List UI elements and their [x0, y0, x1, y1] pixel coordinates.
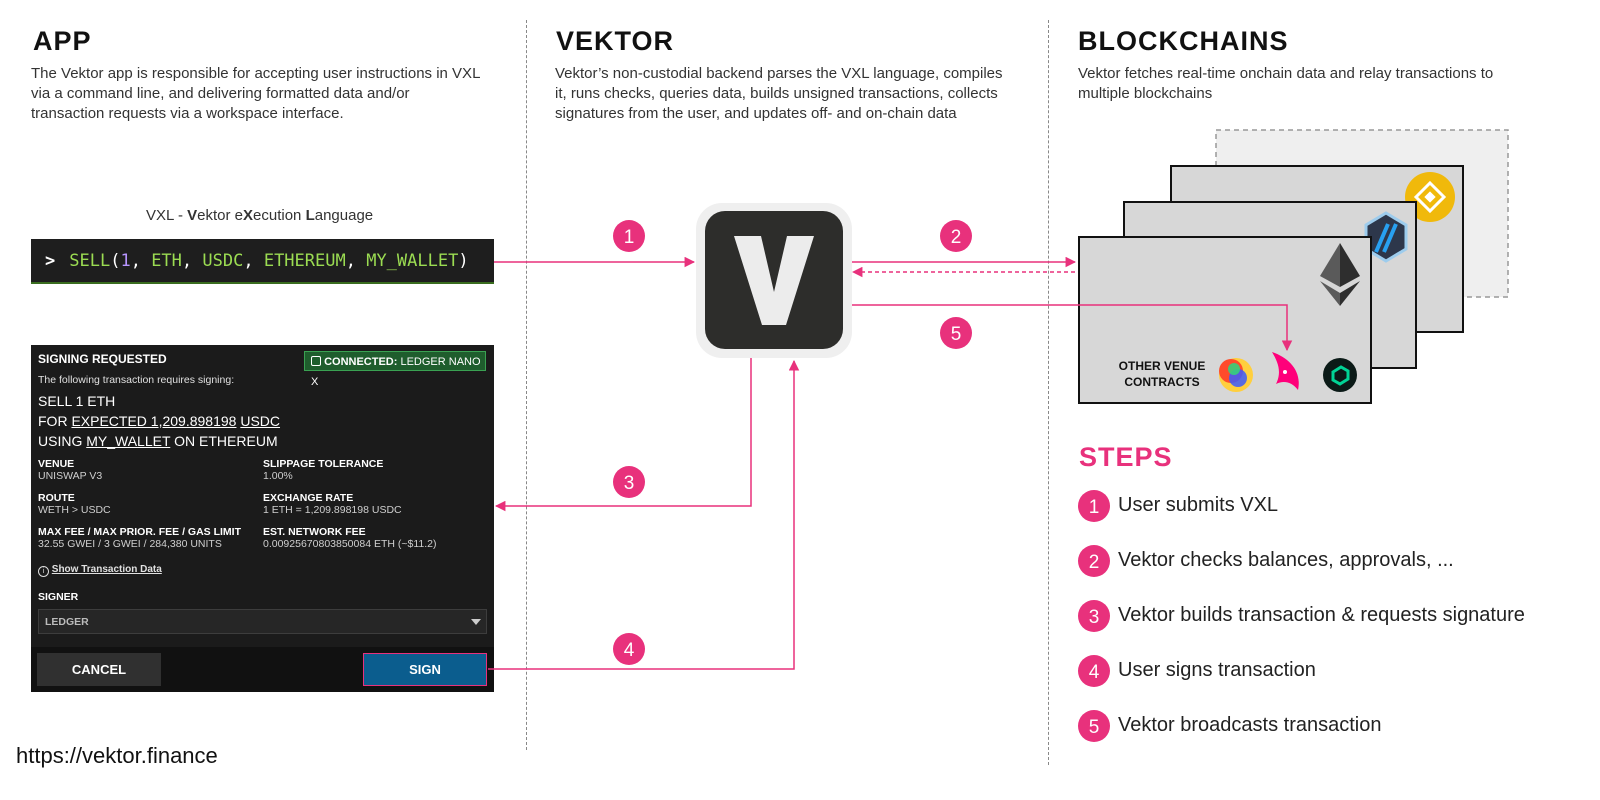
- sign-button[interactable]: SIGN: [363, 653, 487, 686]
- svg-text:4: 4: [1089, 662, 1100, 683]
- show-transaction-data-link[interactable]: i Show Transaction Data: [38, 564, 162, 577]
- step-marker-4: 4: [1078, 655, 1110, 687]
- svg-text:1: 1: [1089, 497, 1100, 518]
- divider-vektor-blockchains: [1048, 20, 1049, 765]
- steps-list-markers: 1 2 3 4 5: [1078, 490, 1110, 742]
- compound-icon: [1323, 358, 1357, 392]
- svg-text:2: 2: [1089, 552, 1100, 573]
- signing-line-sell: SELL 1 ETH: [38, 393, 116, 409]
- cancel-button[interactable]: CANCEL: [37, 653, 161, 686]
- vektor-description: Vektor’s non-custodial backend parses th…: [555, 65, 1003, 122]
- signer-label: SIGNER: [38, 591, 79, 603]
- signing-line-for: FOR EXPECTED 1,209.898198 USDC: [38, 413, 281, 429]
- step-text-3: Vektor builds transaction & requests sig…: [1118, 604, 1525, 626]
- signing-subtitle: The following transaction requires signi…: [38, 374, 235, 386]
- steps-title: STEPS: [1079, 442, 1173, 472]
- vektor-title: VEKTOR: [556, 26, 675, 56]
- signer-select[interactable]: LEDGER: [38, 609, 487, 634]
- bnb-icon: [1405, 172, 1455, 222]
- footer-url[interactable]: https://vektor.finance: [16, 743, 218, 768]
- marker-1: 1: [613, 220, 645, 252]
- step-text-5: Vektor broadcasts transaction: [1118, 714, 1382, 736]
- connected-badge: CONNECTED: LEDGER NANO X: [304, 351, 486, 388]
- curve-icon: [1219, 358, 1253, 392]
- venues-label-line1: OTHER VENUE: [1119, 359, 1206, 373]
- step-marker-5: 5: [1078, 710, 1110, 742]
- blockchains-description: Vektor fetches real-time onchain data an…: [1078, 65, 1494, 102]
- step-text-1: User submits VXL: [1118, 494, 1279, 516]
- svg-text:5: 5: [1089, 717, 1100, 738]
- field-route: ROUTE WETH > USDC: [38, 492, 111, 516]
- arbitrum-icon: [1364, 211, 1408, 263]
- field-venue: VENUE UNISWAP V3: [38, 458, 103, 482]
- svg-text:5: 5: [951, 324, 962, 345]
- vxl-command-line[interactable]: >SELL(1, ETH, USDC, ETHEREUM, MY_WALLET): [31, 239, 494, 284]
- svg-text:1: 1: [624, 227, 635, 248]
- svg-text:3: 3: [1089, 607, 1100, 628]
- field-slippage: SLIPPAGE TOLERANCE 1.00%: [263, 458, 384, 482]
- step-marker-1: 1: [1078, 490, 1110, 522]
- signing-line-using: USING MY_WALLET ON ETHEREUM: [38, 433, 278, 449]
- step-marker-3: 3: [1078, 600, 1110, 632]
- marker-5: 5: [940, 317, 972, 349]
- marker-3: 3: [613, 466, 645, 498]
- app-description: The Vektor app is responsible for accept…: [31, 65, 481, 122]
- marker-2: 2: [940, 220, 972, 252]
- arrow-step3: [494, 358, 752, 512]
- app-title: APP: [33, 26, 92, 56]
- vektor-logo-icon: [696, 203, 852, 358]
- marker-4: 4: [613, 633, 645, 665]
- signing-title: SIGNING REQUESTED: [38, 352, 167, 366]
- field-exchange-rate: EXCHANGE RATE 1 ETH = 1,209.898198 USDC: [263, 492, 402, 516]
- step-text-4: User signs transaction: [1118, 659, 1316, 681]
- prompt-chevron: >: [45, 251, 56, 271]
- signing-panel: SIGNING REQUESTED CONNECTED: LEDGER NANO…: [31, 345, 494, 692]
- divider-app-vektor: [526, 20, 527, 750]
- blockchains-title: BLOCKCHAINS: [1078, 26, 1289, 56]
- field-network-fee: EST. NETWORK FEE 0.00925670803850084 ETH…: [263, 526, 437, 550]
- venues-label-line2: CONTRACTS: [1124, 375, 1199, 389]
- svg-text:3: 3: [624, 473, 635, 494]
- uniswap-icon: [1272, 352, 1299, 390]
- info-icon: i: [38, 566, 49, 577]
- svg-text:4: 4: [624, 640, 635, 661]
- ethereum-icon: [1320, 243, 1360, 306]
- vxl-caption: VXL - Vektor eXecution Language: [146, 207, 374, 224]
- field-max-fee: MAX FEE / MAX PRIOR. FEE / GAS LIMIT 32.…: [38, 526, 242, 550]
- step-text-2: Vektor checks balances, approvals, ...: [1118, 549, 1454, 571]
- chevron-down-icon: [471, 619, 481, 625]
- step-marker-2: 2: [1078, 545, 1110, 577]
- svg-text:2: 2: [951, 227, 962, 248]
- arrow-step4: [488, 359, 800, 670]
- ledger-icon: [311, 356, 321, 366]
- arrow-step5: [852, 304, 1293, 352]
